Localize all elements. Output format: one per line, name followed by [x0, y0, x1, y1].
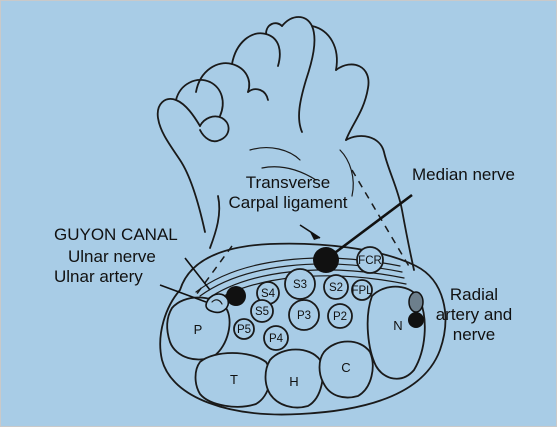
ulnar-artery-label: Ulnar artery	[54, 267, 143, 286]
label-n: N	[393, 318, 402, 333]
label-s5: S5	[255, 306, 269, 318]
label-s3: S3	[293, 279, 307, 291]
label-fcr: FCR	[358, 255, 382, 267]
radial-nerve-dot	[408, 312, 424, 328]
label-s2: S2	[329, 282, 343, 294]
label-fpl: FPL	[351, 285, 373, 297]
label-p5: P5	[237, 324, 251, 336]
transverse-label-line1: Transverse	[246, 173, 330, 192]
label-t: T	[230, 372, 238, 387]
radial-label-line1: Radial	[450, 285, 498, 304]
label-p: P	[194, 322, 203, 337]
label-s4: S4	[261, 288, 276, 300]
label-p3: P3	[297, 310, 311, 322]
radial-label-line2: artery and	[436, 305, 513, 324]
radial-label-line3: nerve	[453, 325, 496, 344]
transverse-label-line2: Carpal ligament	[228, 193, 347, 212]
median-nerve-label: Median nerve	[412, 165, 515, 184]
median-nerve-dot	[313, 247, 339, 273]
radial-artery-shape	[409, 292, 423, 312]
ulnar-nerve-label: Ulnar nerve	[68, 247, 156, 266]
label-h: H	[289, 374, 298, 389]
label-p4: P4	[269, 333, 284, 345]
label-p2: P2	[333, 311, 347, 323]
guyon-canal-label: GUYON CANAL	[54, 225, 178, 244]
label-c: C	[341, 360, 350, 375]
